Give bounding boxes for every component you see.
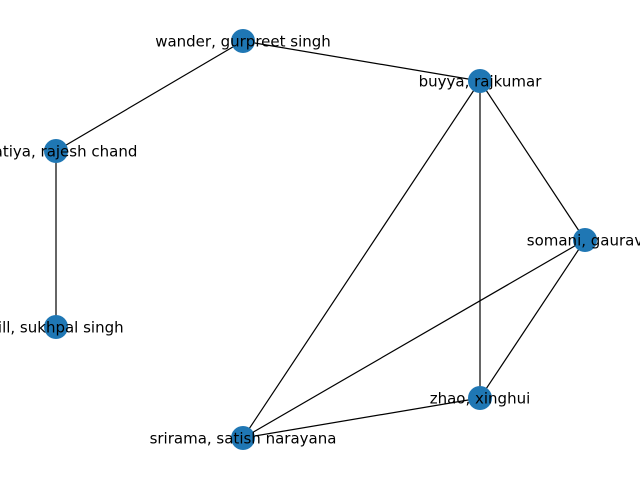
- edge-somani-srirama: [242, 239, 586, 439]
- node-label-srirama: srirama, satish narayana: [150, 430, 337, 448]
- edge-wander-bhatiya: [55, 40, 244, 152]
- labels-layer: wander, gurpreet singh buyya, rajkumar bha…: [0, 33, 640, 448]
- node-srirama: [231, 426, 255, 450]
- node-wander: [231, 29, 255, 53]
- node-label-wander: wander, gurpreet singh: [155, 33, 331, 51]
- node-buyya: [468, 69, 492, 93]
- node-label-bhatiya: bhatiya, rajesh chand: [0, 143, 137, 161]
- node-label-gill: gill, sukhpal singh: [0, 319, 124, 337]
- node-label-zhao: zhao, xinghui: [430, 390, 531, 408]
- edge-somani-zhao: [479, 239, 586, 399]
- nodes-layer: [44, 29, 597, 450]
- edge-zhao-srirama: [242, 397, 481, 439]
- node-somani: [573, 228, 597, 252]
- node-label-buyya: buyya, rajkumar: [419, 73, 543, 91]
- edge-buyya-somani: [479, 80, 586, 241]
- node-zhao: [468, 386, 492, 410]
- edge-buyya-srirama: [242, 80, 481, 439]
- node-gill: [44, 315, 68, 339]
- node-bhatiya: [44, 139, 68, 163]
- node-label-somani: somani, gaurav: [527, 232, 640, 250]
- edge-wander-buyya: [242, 40, 481, 82]
- edges-layer: [55, 40, 586, 439]
